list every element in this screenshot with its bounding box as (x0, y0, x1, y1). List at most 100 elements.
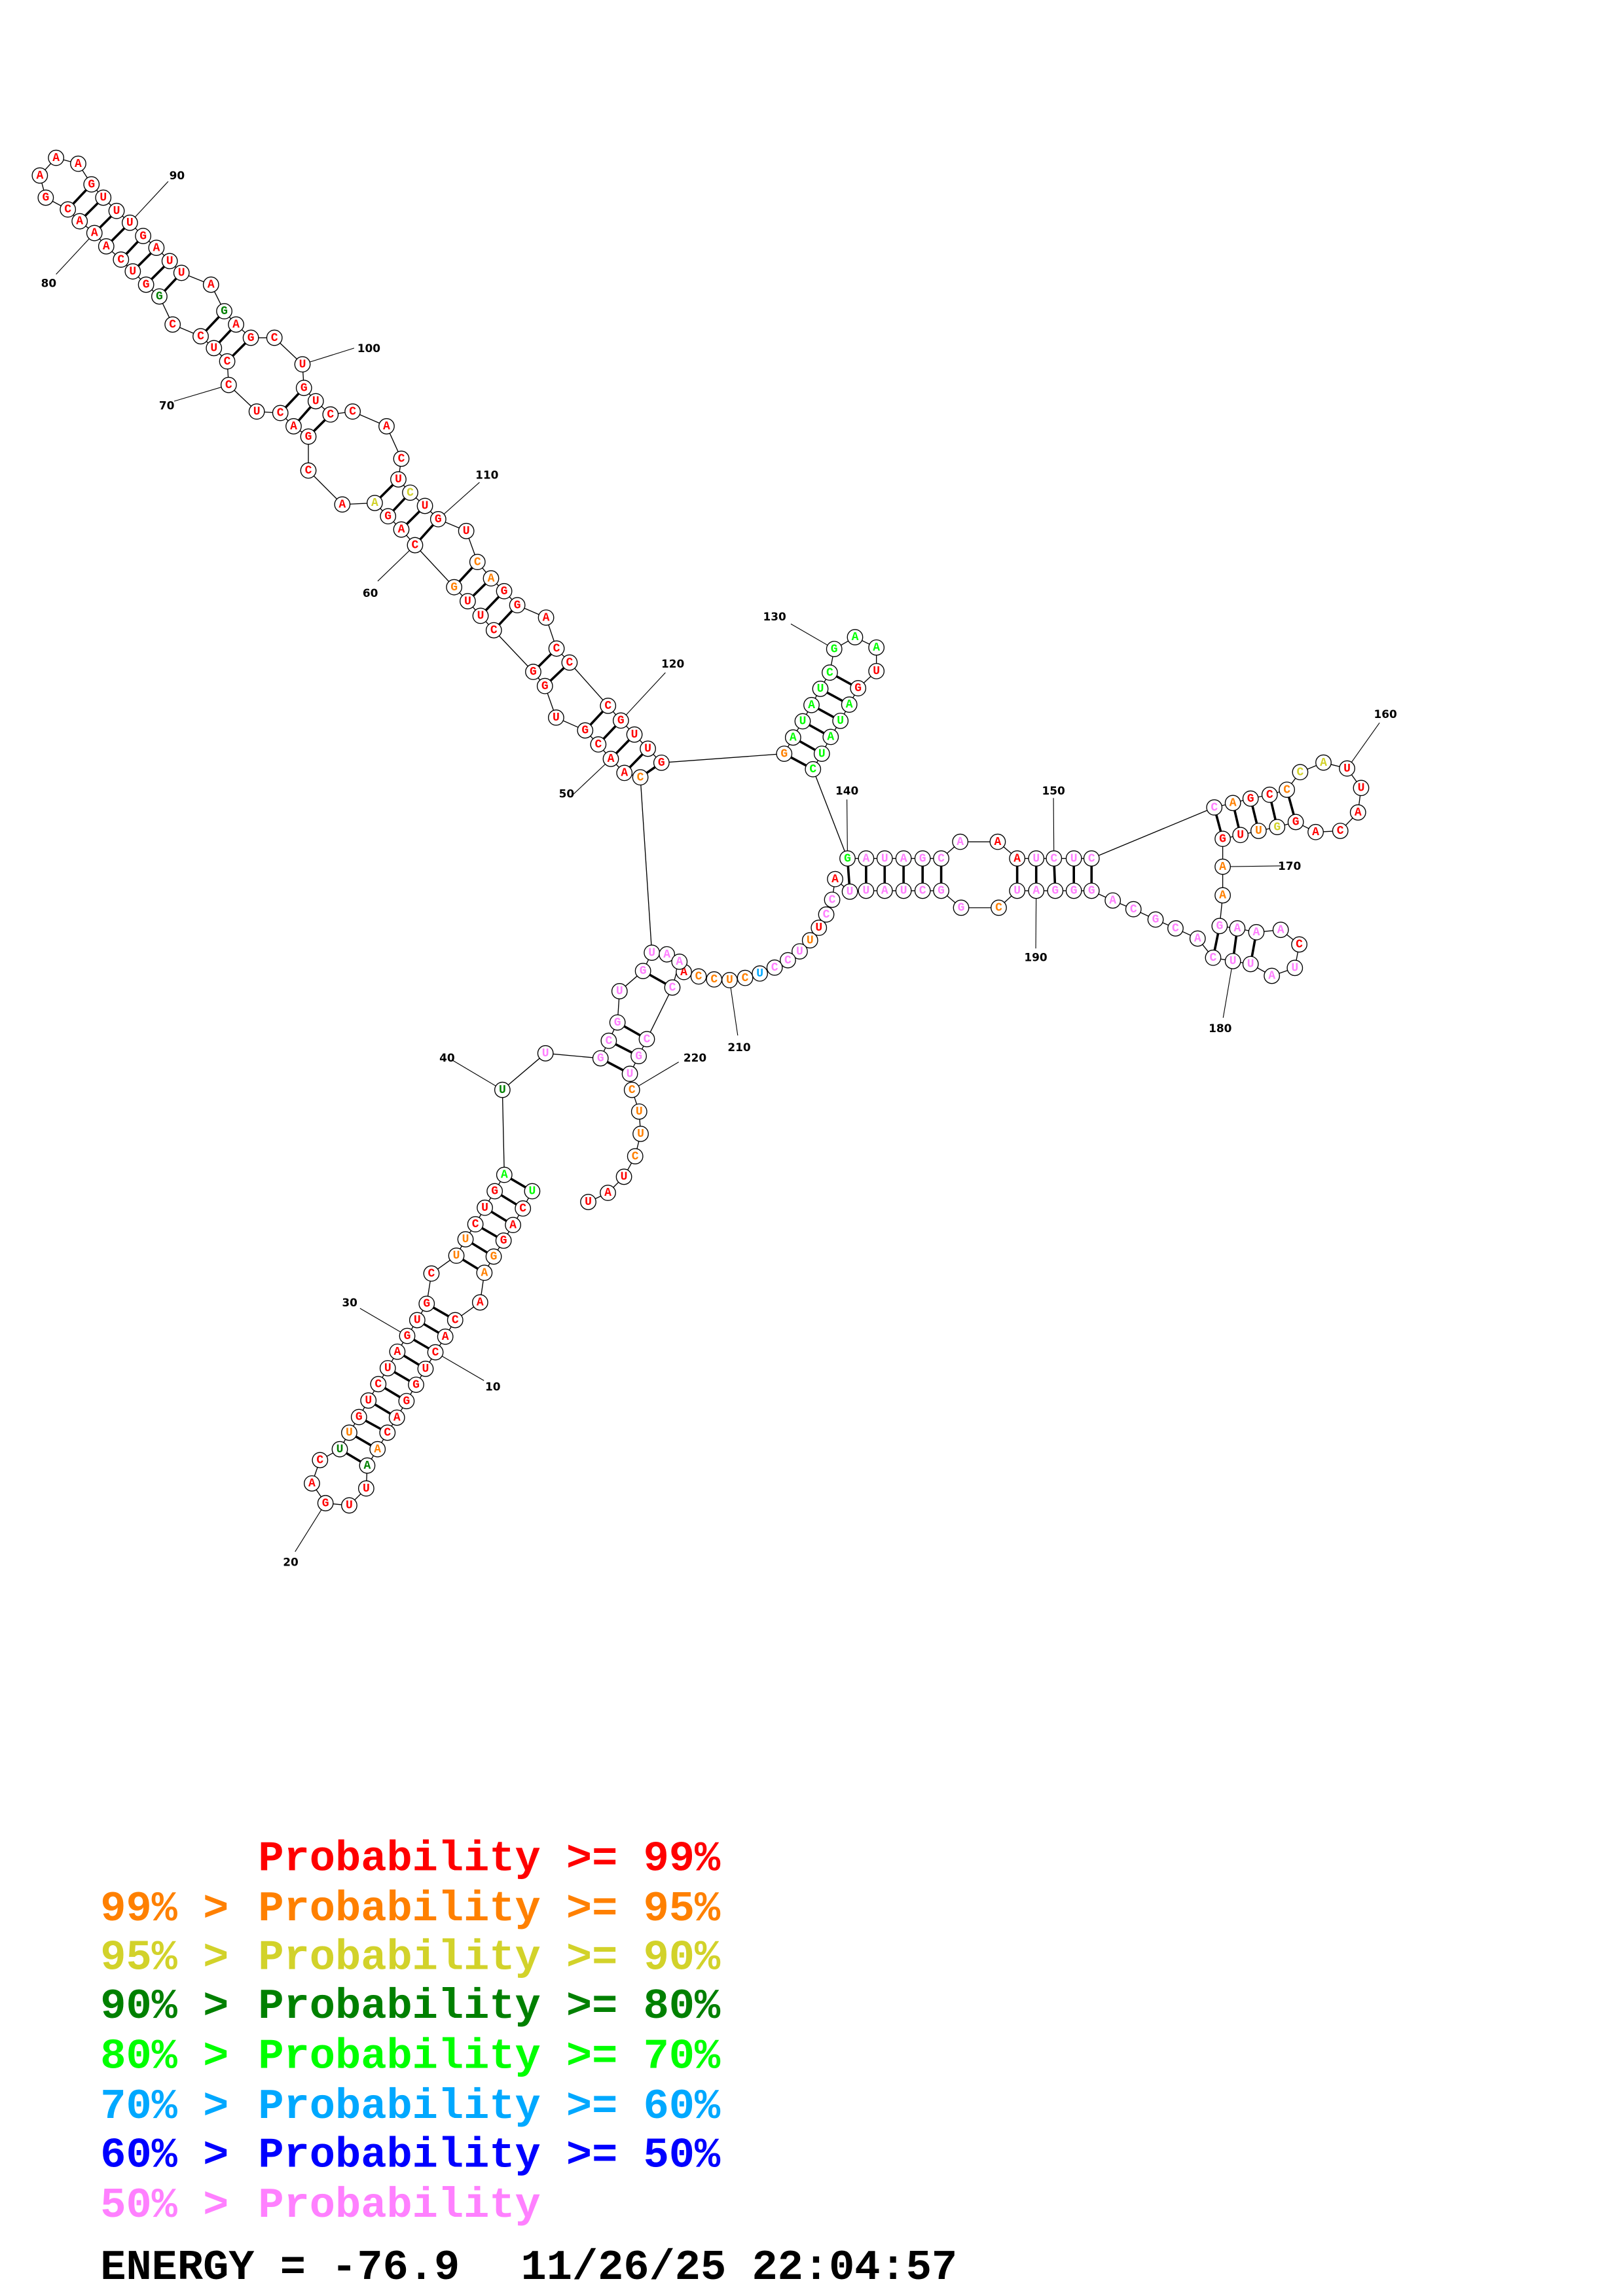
nucleotide: U (832, 712, 849, 729)
nucleotide-circle (359, 1457, 376, 1474)
nucleotide-circle (448, 1247, 465, 1264)
position-label-leader (1222, 865, 1281, 867)
nucleotide-circle (423, 1265, 440, 1282)
nucleotide-circle (805, 761, 822, 778)
nucleotide: U (812, 681, 829, 697)
legend-label: Probability >= 95% (258, 1885, 721, 1933)
nucleotide: G (137, 276, 155, 293)
nucleotide-circle (561, 654, 578, 671)
nucleotide-base: C (1050, 852, 1057, 865)
nucleotide-base: A (91, 227, 98, 240)
nucleotide: C (690, 968, 707, 985)
nucleotide-circle (1104, 892, 1122, 909)
nucleotide: C (1291, 936, 1307, 953)
nucleotide-base: A (543, 611, 550, 624)
nucleotide-circle (494, 1081, 511, 1098)
nucleotide: C (1279, 781, 1296, 798)
nucleotide-circle (653, 754, 670, 771)
nucleotide: U (632, 1125, 649, 1142)
legend-prefix: 70% > (100, 2083, 254, 2131)
nucleotide: A (602, 751, 619, 767)
nucleotide-circle (380, 508, 397, 525)
nucleotide: U (537, 1045, 554, 1062)
nucleotide: G (135, 228, 152, 244)
nucleotide-base: C (809, 763, 816, 776)
nucleotide-base: U (210, 342, 217, 355)
position-label-leader (302, 348, 355, 365)
nucleotide-circle (600, 697, 617, 714)
nucleotide-base: U (453, 1249, 460, 1263)
nucleotide-circle (285, 418, 302, 435)
nucleotide-circle (108, 202, 125, 219)
nucleotide: C (300, 462, 317, 479)
nucleotide-circle (496, 1166, 513, 1183)
position-label: 190 (1024, 951, 1047, 964)
nucleotide-base: C (412, 539, 419, 552)
nucleotide: U (1009, 882, 1026, 899)
nucleotide: U (1224, 953, 1241, 969)
nucleotide-base: C (271, 332, 278, 345)
nucleotide: A (359, 1457, 376, 1474)
nucleotide-circle (390, 471, 407, 488)
nucleotide-base: A (290, 420, 297, 433)
nucleotide-circle (818, 906, 835, 923)
nucleotide-circle (1242, 956, 1259, 973)
nucleotide: U (307, 393, 324, 410)
nucleotide-base: A (488, 572, 495, 585)
legend-entry-7: 50% > Probability (100, 2181, 540, 2230)
nucleotide-circle (344, 403, 361, 420)
nucleotide-base: U (873, 665, 880, 678)
nucleotide: A (388, 1409, 405, 1426)
nucleotide-base: A (1032, 885, 1040, 898)
nucleotide: U (621, 1066, 638, 1083)
nucleotide-circle (524, 1183, 541, 1200)
nucleotide-circle (370, 1376, 387, 1393)
nucleotide-base: U (847, 886, 854, 899)
nucleotide-base: C (1088, 852, 1095, 865)
nucleotide: C (600, 1032, 617, 1049)
legend-label: Probability (258, 2181, 540, 2230)
nucleotide-circle (357, 1480, 374, 1497)
nucleotide-base: C (823, 908, 830, 922)
nucleotide: U (409, 1312, 426, 1329)
nucleotide: C (818, 906, 835, 923)
nucleotide-circle (272, 404, 289, 422)
nucleotide: G (418, 1295, 435, 1312)
nucleotide-circle (991, 899, 1007, 916)
nucleotide-circle (634, 963, 651, 979)
nucleotide: U (457, 1231, 474, 1247)
nucleotide-base: G (143, 279, 150, 292)
nucleotide: G (1214, 831, 1231, 848)
nucleotide-circle (398, 1393, 415, 1410)
nucleotide: G (1269, 819, 1286, 836)
nucleotide-base: U (464, 595, 471, 608)
nucleotide: A (822, 728, 839, 745)
nucleotide-base: U (881, 852, 888, 865)
nucleotide-base: C (472, 1218, 479, 1231)
nucleotide-base: U (1070, 852, 1078, 865)
nucleotide-circle (1291, 936, 1307, 953)
position-label-leader (437, 482, 480, 520)
nucleotide-base: G (640, 965, 647, 978)
nucleotide: U (630, 1103, 647, 1120)
nucleotide-circle (312, 1452, 329, 1469)
nucleotide-base: G (1216, 920, 1223, 933)
nucleotide-circle (612, 712, 629, 729)
nucleotide-base: C (604, 700, 611, 713)
nucleotide-circle (1250, 823, 1267, 839)
nucleotide-base: G (139, 230, 147, 243)
position-label: 50 (559, 787, 575, 800)
nucleotide-circle (1009, 882, 1026, 899)
nucleotide-circle (1046, 850, 1063, 867)
nucleotide-circle (1083, 882, 1100, 899)
nucleotide-base: C (452, 1314, 459, 1327)
nucleotide: G (1065, 882, 1082, 899)
nucleotide-circle (832, 712, 849, 729)
position-label-leader (847, 799, 848, 859)
nucleotide: C (1125, 901, 1142, 918)
nucleotide-circle (841, 696, 858, 713)
nucleotide-base: C (224, 355, 231, 368)
backbone-bond (812, 769, 848, 859)
legend-label: Probability >= 70% (258, 2033, 721, 2081)
nucleotide-base: G (854, 682, 862, 695)
